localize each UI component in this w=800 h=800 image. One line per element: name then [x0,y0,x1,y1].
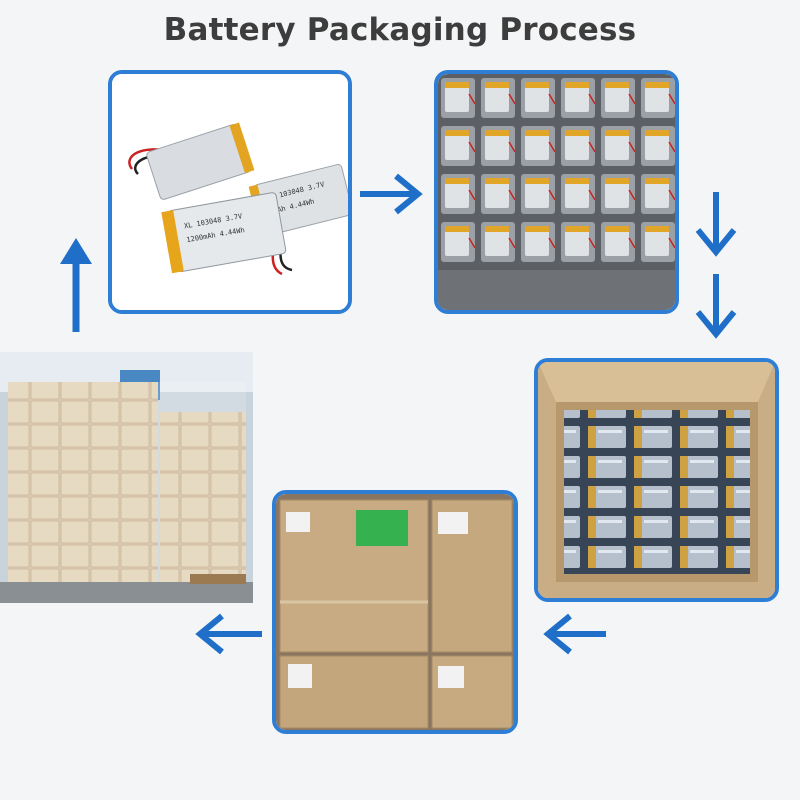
step-4-sealed-cartons-photo [272,490,518,734]
step-1-battery-cells-photo: XL 103048 3.7V mAh 4.44Wh XL 103048 3.7V… [108,70,352,314]
arrow-left-icon [195,613,262,655]
arrow-left-icon [543,613,606,655]
arrow-right-icon [360,173,423,215]
arrow-down-icon [695,192,737,257]
warehouse-illustration [0,352,253,603]
page-title: Battery Packaging Process [163,12,637,48]
arrow-up-icon [60,238,92,332]
step-3-cells-packed-in-carton-photo [534,358,779,602]
carton-packing-illustration [538,362,775,598]
tray-illustration [438,74,675,310]
step-5-palletized-shipment-photo [0,352,253,603]
cartons-illustration [276,494,514,730]
battery-cells-illustration: XL 103048 3.7V mAh 4.44Wh XL 103048 3.7V… [112,74,348,310]
arrow-down-icon [695,274,737,339]
step-2-cells-in-tray-photo [434,70,679,314]
